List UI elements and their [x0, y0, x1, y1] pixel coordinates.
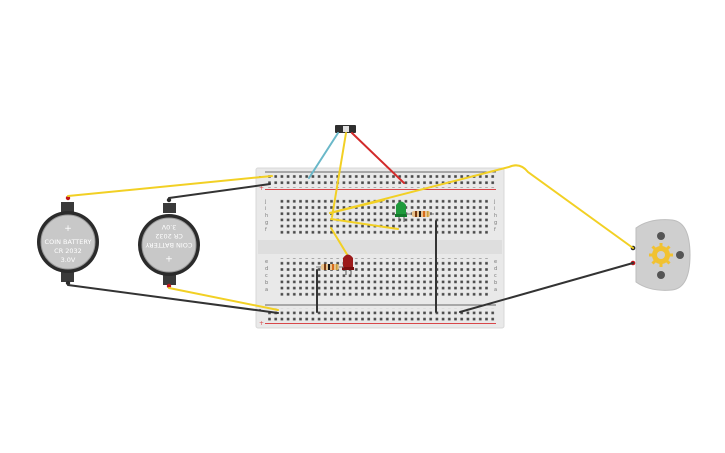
slide-switch[interactable]: [335, 125, 356, 133]
red-led[interactable]: [342, 254, 354, 276]
coin-battery-left[interactable]: + COIN BATTERY CR 2032 3.0V: [37, 195, 99, 286]
wire-yellow[interactable]: [67, 175, 273, 197]
rail-plus-label: +: [259, 185, 264, 192]
coin-battery-right[interactable]: + COIN BATTERY CR 2032 3.0V: [138, 197, 200, 289]
row-letter: j: [264, 199, 266, 205]
row-letter: j: [493, 199, 495, 205]
row-letter: f: [265, 227, 267, 233]
battery-model: CR 2032: [155, 232, 183, 240]
battery-terminal[interactable]: [166, 197, 172, 203]
row-letter: d: [265, 266, 268, 272]
row-letter: g: [265, 220, 268, 226]
wire-red[interactable]: [351, 132, 405, 184]
wire-yellow[interactable]: [330, 218, 399, 230]
row-letter: h: [265, 213, 268, 219]
row-letter: h: [494, 213, 497, 219]
wire-yellow[interactable]: [329, 164, 634, 249]
battery-voltage: 3.0V: [61, 256, 76, 264]
resistor-bottom[interactable]: [316, 264, 344, 270]
wire-blue[interactable]: [308, 132, 339, 179]
row-letter: e: [494, 259, 497, 265]
green-led[interactable]: [395, 201, 407, 223]
upper-terminal-strip[interactable]: [278, 198, 490, 236]
gear-icon: [649, 243, 673, 267]
row-letter: a: [265, 287, 268, 293]
rail-minus-label: -: [259, 306, 261, 313]
wire-yellow[interactable]: [330, 227, 349, 257]
row-letter: a: [494, 287, 497, 293]
dc-motor[interactable]: [630, 219, 691, 291]
battery-plus-sign: +: [64, 224, 72, 234]
wire-black[interactable]: [168, 183, 271, 199]
lower-terminal-strip[interactable]: [278, 258, 490, 296]
switch-knob[interactable]: [343, 126, 349, 132]
top-power-rail[interactable]: - +: [259, 171, 496, 192]
wire-black[interactable]: [67, 284, 279, 314]
wire-yellow[interactable]: [331, 132, 347, 218]
battery-terminal[interactable]: [65, 280, 71, 286]
row-letter: c: [265, 273, 268, 279]
battery-label: COIN BATTERY: [45, 238, 92, 246]
battery-terminal[interactable]: [65, 195, 71, 201]
row-letter: b: [265, 280, 268, 286]
row-letter: i: [494, 206, 495, 212]
row-letter: g: [494, 220, 497, 226]
motor-screw: [657, 271, 665, 279]
row-letter: i: [265, 206, 266, 212]
battery-model: CR 2032: [54, 247, 82, 255]
battery-label: COIN BATTERY: [146, 241, 193, 249]
resistor-top[interactable]: [406, 211, 434, 217]
row-letter: c: [494, 273, 497, 279]
row-letter: f: [494, 227, 496, 233]
row-letter: b: [494, 280, 497, 286]
rail-plus-label: +: [259, 320, 264, 327]
wire-yellow[interactable]: [168, 287, 279, 311]
row-letter: d: [494, 266, 497, 272]
motor-screw: [657, 232, 665, 240]
row-letters: j i h g f e d c b a j i h g f e d c b a: [264, 199, 497, 293]
battery-plus-sign: +: [165, 253, 173, 263]
center-channel: [258, 240, 502, 254]
bottom-power-rail[interactable]: - +: [259, 304, 496, 327]
wire-black[interactable]: [459, 262, 634, 313]
motor-screw: [676, 251, 684, 259]
row-letter: e: [265, 259, 268, 265]
breadboard[interactable]: - + - + j i h g f e d c: [255, 167, 505, 329]
battery-voltage: 3.0V: [161, 223, 176, 231]
battery-terminal[interactable]: [166, 283, 172, 289]
